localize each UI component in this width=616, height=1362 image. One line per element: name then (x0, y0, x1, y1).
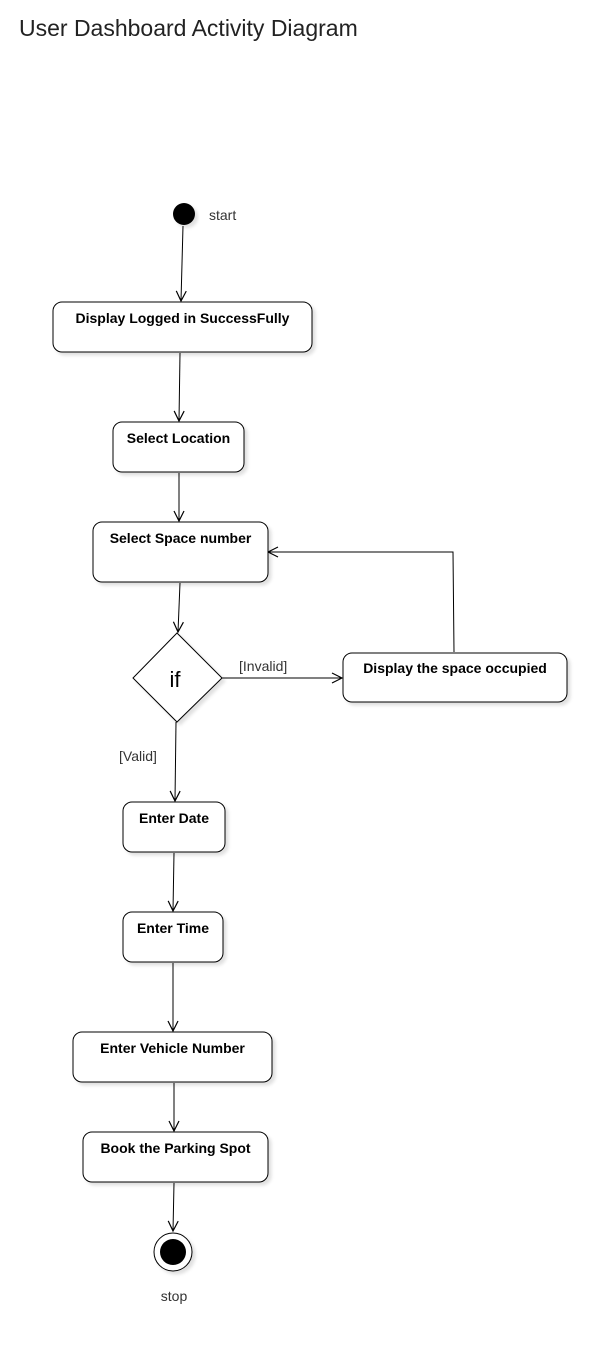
decision-node: if (132, 632, 223, 723)
edge-occupied-to-space (268, 552, 455, 653)
decision-label: if (170, 667, 182, 692)
activity-label: Enter Date (139, 810, 209, 826)
edges (173, 225, 455, 1231)
activity-label: Display the space occupied (363, 660, 547, 676)
activity-display-space-occupied: Display the space occupied (342, 652, 568, 703)
activity-book-parking-spot: Book the Parking Spot (82, 1131, 269, 1183)
activity-display-logged-in: Display Logged in SuccessFully (52, 301, 313, 353)
activity-enter-date: Enter Date (122, 801, 226, 853)
edge-book-to-stop (173, 1182, 174, 1231)
stop-label: stop (161, 1288, 188, 1304)
guard-invalid: [Invalid] (239, 658, 287, 674)
activity-enter-time: Enter Time (122, 911, 224, 963)
edge-space-to-decision (178, 582, 180, 632)
activity-label: Book the Parking Spot (100, 1140, 250, 1156)
edge-decision-to-date (175, 721, 176, 801)
activity-enter-vehicle-number: Enter Vehicle Number (72, 1031, 273, 1083)
activity-label: Enter Time (137, 920, 209, 936)
edge-date-to-time (173, 852, 174, 911)
activity-select-space-number: Select Space number (92, 521, 269, 583)
start-node (173, 203, 195, 225)
activity-label: Select Location (127, 430, 230, 446)
edge-logged-in-to-location (179, 352, 180, 421)
start-label: start (209, 207, 236, 223)
activity-select-location: Select Location (112, 421, 245, 473)
stop-node (153, 1232, 193, 1272)
activity-label: Display Logged in SuccessFully (76, 310, 290, 326)
edge-start-to-logged-in (181, 225, 183, 301)
activity-label: Enter Vehicle Number (100, 1040, 245, 1056)
guard-valid: [Valid] (119, 748, 157, 764)
activity-label: Select Space number (110, 530, 252, 546)
diagram-title: User Dashboard Activity Diagram (19, 15, 358, 41)
